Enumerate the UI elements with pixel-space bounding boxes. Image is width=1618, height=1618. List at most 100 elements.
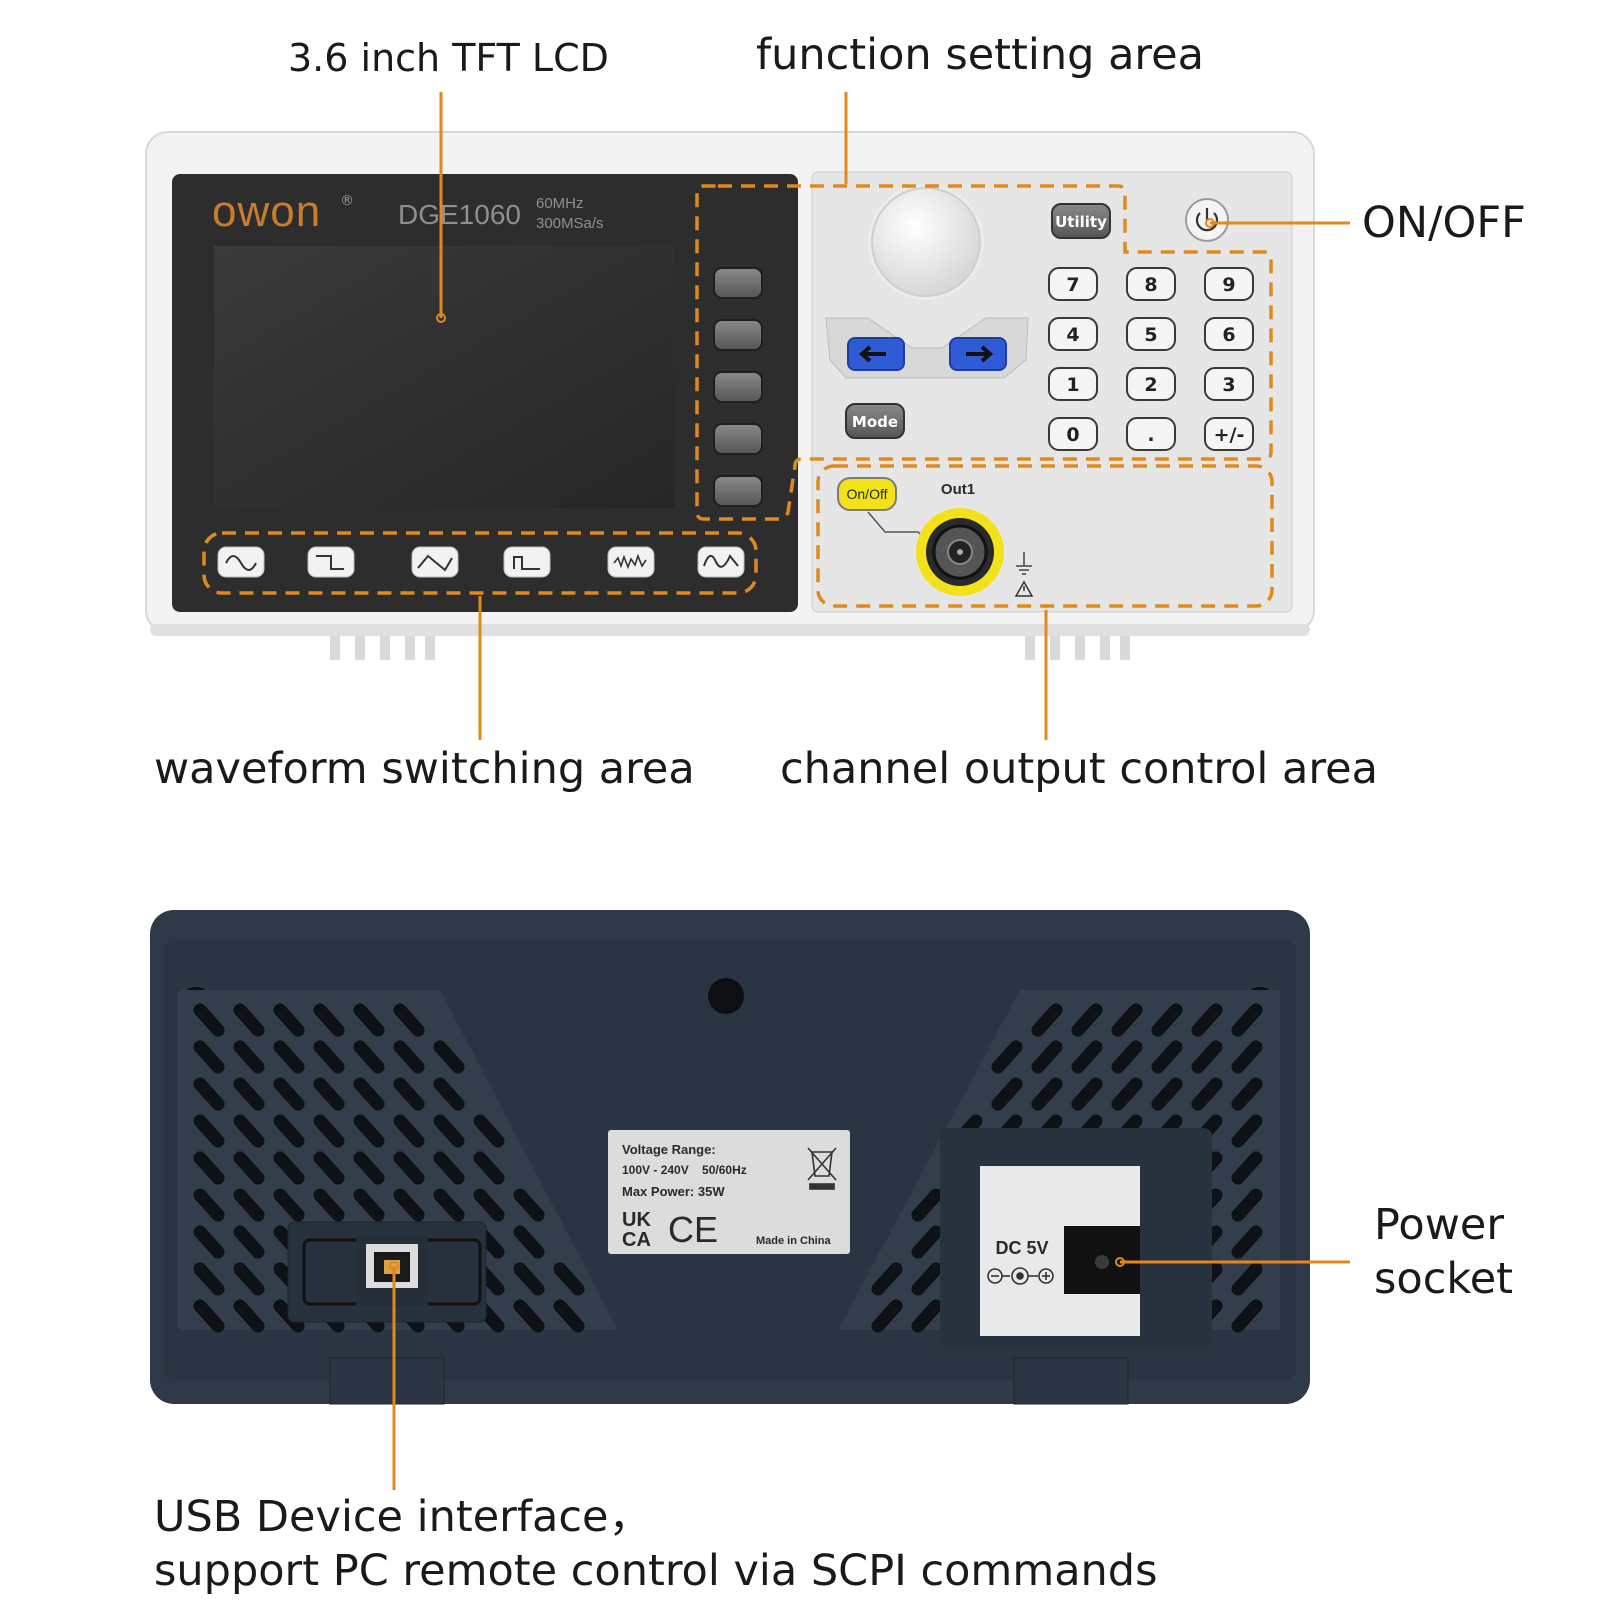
keypad-key-label: 8 xyxy=(1144,274,1157,296)
vent-slot xyxy=(193,1151,225,1185)
ramp-button[interactable] xyxy=(411,546,459,578)
left-arrow-button[interactable] xyxy=(847,337,905,371)
vent-slot xyxy=(513,1262,545,1296)
vent-slot xyxy=(1191,1077,1223,1111)
vent-slot xyxy=(1111,1040,1143,1074)
vent-slot xyxy=(513,1225,545,1259)
usb-port-area xyxy=(287,1221,487,1323)
square-icon xyxy=(316,555,344,570)
vent-slot xyxy=(233,1114,265,1148)
vent-slot xyxy=(513,1188,545,1222)
pulse-button[interactable] xyxy=(503,546,551,578)
ukca-mark: UK xyxy=(622,1209,651,1231)
soft-key-5[interactable] xyxy=(713,475,763,507)
vent-slot xyxy=(1231,1040,1263,1074)
weee-bin-icon xyxy=(807,1147,837,1190)
soft-key-1[interactable] xyxy=(713,267,763,299)
vent-slot xyxy=(1031,1040,1063,1074)
rotary-knob[interactable] xyxy=(868,184,984,300)
right-arrow-icon xyxy=(966,345,994,363)
channel-onoff-button[interactable]: On/Off xyxy=(837,477,897,511)
power-socket-callout-line2: socket xyxy=(1374,1254,1514,1304)
vent-slot xyxy=(353,1077,385,1111)
vent-slot xyxy=(313,1114,345,1148)
function-setting-area-outline xyxy=(695,184,1273,521)
vent-slot xyxy=(273,1003,305,1037)
vent-slot xyxy=(1031,1077,1063,1111)
vent-slot xyxy=(193,1299,225,1333)
keypad-key-2[interactable]: 2 xyxy=(1126,367,1176,401)
soft-key-2[interactable] xyxy=(713,319,763,351)
noise-button[interactable] xyxy=(607,546,655,578)
keypad-key-4[interactable]: 4 xyxy=(1048,317,1098,351)
keypad-key-6[interactable]: 6 xyxy=(1204,317,1254,351)
vent-slot xyxy=(393,1003,425,1037)
label-voltage-range: Voltage Range: xyxy=(622,1142,716,1157)
waveform-buttons xyxy=(217,546,745,578)
vent-slot xyxy=(313,1188,345,1222)
keypad-key-dot[interactable]: . xyxy=(1126,417,1176,451)
front-feet xyxy=(330,636,1130,660)
utility-button[interactable]: Utility xyxy=(1051,203,1111,239)
vent-slot xyxy=(353,1188,385,1222)
keypad-key-label: +/- xyxy=(1214,424,1245,446)
vent-slot xyxy=(911,1225,943,1259)
vent-slot xyxy=(1191,1003,1223,1037)
ukca-mark-line2: CA xyxy=(622,1229,651,1251)
sine-icon xyxy=(225,555,257,571)
channel-output-area-outline xyxy=(816,464,1274,608)
keypad-key-9[interactable]: 9 xyxy=(1204,267,1254,301)
utility-button-label: Utility xyxy=(1055,213,1107,231)
vent-slot xyxy=(911,1262,943,1296)
keypad-key-7[interactable]: 7 xyxy=(1048,267,1098,301)
vent-slot xyxy=(1071,1003,1103,1037)
vent-slot xyxy=(553,1262,585,1296)
usb-b-port[interactable] xyxy=(366,1244,418,1288)
keypad-key-5[interactable]: 5 xyxy=(1126,317,1176,351)
square-button[interactable] xyxy=(307,546,355,578)
vent-slot xyxy=(313,1040,345,1074)
vent-slot xyxy=(871,1262,903,1296)
keypad-key-3[interactable]: 3 xyxy=(1204,367,1254,401)
dc-power-jack[interactable] xyxy=(1064,1226,1140,1294)
right-arrow-button[interactable] xyxy=(949,337,1007,371)
vent-slot xyxy=(1071,1077,1103,1111)
vent-slot xyxy=(1231,1151,1263,1185)
soft-key-3[interactable] xyxy=(713,371,763,403)
vent-slot xyxy=(233,1003,265,1037)
soft-keys xyxy=(713,267,763,507)
on-off-callout: ON/OFF xyxy=(1362,198,1526,248)
channel-onoff-label: On/Off xyxy=(847,486,888,502)
vent-slot xyxy=(553,1299,585,1333)
keypad-key-8[interactable]: 8 xyxy=(1126,267,1176,301)
vent-slot xyxy=(433,1077,465,1111)
vent-slot xyxy=(433,1040,465,1074)
vent-slot xyxy=(1231,1188,1263,1222)
mode-button-label: Mode xyxy=(852,413,898,431)
waveform-area-callout: waveform switching area xyxy=(154,744,695,794)
vent-slot xyxy=(273,1040,305,1074)
keypad-key-label: 6 xyxy=(1222,324,1235,346)
vent-slot xyxy=(273,1114,305,1148)
usb-callout-line1: USB Device interface， xyxy=(154,1492,652,1542)
keypad-key-sign[interactable]: +/- xyxy=(1204,417,1254,451)
vent-slot xyxy=(871,1299,903,1333)
sine-button[interactable] xyxy=(217,546,265,578)
vent-slot xyxy=(233,1225,265,1259)
vent-slot xyxy=(193,1114,225,1148)
model-name: DGE1060 xyxy=(398,199,521,230)
rear-callout-lines xyxy=(389,1257,1350,1490)
keypad-key-label: 5 xyxy=(1144,324,1157,346)
mode-button[interactable]: Mode xyxy=(845,403,905,439)
bnc-output-connector[interactable] xyxy=(916,508,1004,596)
keypad-key-0[interactable]: 0 xyxy=(1048,417,1098,451)
vent-slot xyxy=(313,1151,345,1185)
arbitrary-icon xyxy=(703,554,739,568)
keypad-key-label: 3 xyxy=(1222,374,1235,396)
soft-key-4[interactable] xyxy=(713,423,763,455)
spec-frequency: 60MHz xyxy=(536,195,584,212)
keypad-key-1[interactable]: 1 xyxy=(1048,367,1098,401)
arbitrary-button[interactable] xyxy=(697,546,745,578)
vent-slot xyxy=(1231,1003,1263,1037)
